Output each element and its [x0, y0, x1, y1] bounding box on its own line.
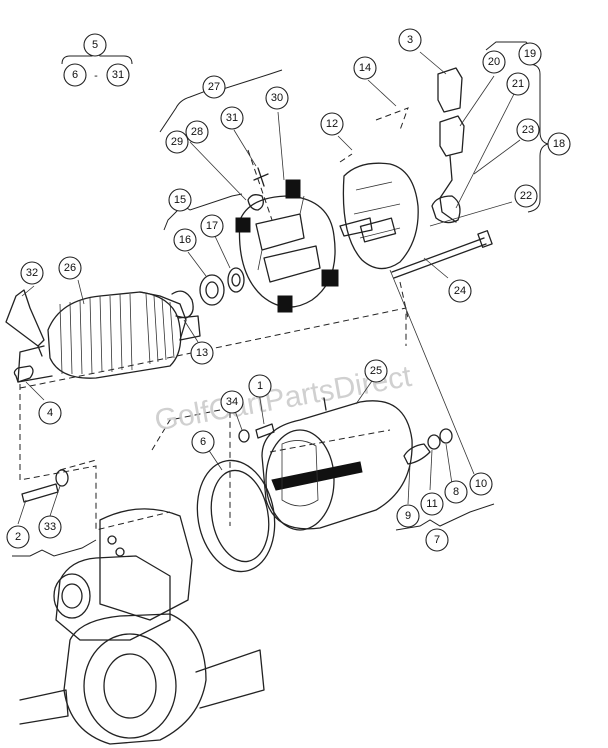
- callout-26: 26: [58, 256, 82, 280]
- connector-harness: [431, 67, 465, 224]
- svg-text:20: 20: [488, 56, 500, 68]
- callout-27: 27: [202, 75, 226, 99]
- range-dash: -: [94, 70, 98, 82]
- callout-6-range-start: 6: [63, 63, 87, 87]
- lubricant-tube: [5, 289, 45, 357]
- brush-holder-assembly: [235, 167, 339, 313]
- callout-11: 11: [420, 492, 444, 516]
- callout-10: 10: [469, 472, 493, 496]
- svg-text:12: 12: [326, 118, 338, 130]
- callout-6: 6: [191, 430, 215, 454]
- callout-22: 22: [514, 184, 538, 208]
- callout-8: 8: [444, 480, 468, 504]
- svg-text:31: 31: [112, 69, 124, 81]
- callout-4: 4: [38, 401, 62, 425]
- svg-text:10: 10: [475, 478, 487, 490]
- through-bolt: [391, 230, 493, 279]
- callout-2: 2: [6, 525, 30, 549]
- callout-20: 20: [482, 50, 506, 74]
- svg-text:25: 25: [370, 365, 382, 377]
- svg-text:33: 33: [44, 521, 56, 533]
- svg-text:28: 28: [191, 126, 203, 138]
- svg-text:2: 2: [15, 531, 21, 543]
- svg-text:-: -: [94, 70, 98, 82]
- svg-text:17: 17: [206, 220, 218, 232]
- svg-text:5: 5: [92, 39, 98, 51]
- callout-19: 19: [518, 42, 542, 66]
- svg-text:3: 3: [407, 34, 413, 46]
- callout-34: 34: [220, 390, 244, 414]
- svg-text:30: 30: [271, 92, 283, 104]
- svg-text:21: 21: [512, 78, 524, 90]
- svg-text:6: 6: [72, 69, 78, 81]
- svg-text:32: 32: [26, 267, 38, 279]
- svg-text:23: 23: [522, 124, 534, 136]
- svg-text:11: 11: [426, 498, 437, 510]
- hardware: [21, 423, 453, 503]
- retaining-clip: [13, 365, 34, 383]
- callout-33: 33: [38, 515, 62, 539]
- svg-text:27: 27: [208, 81, 220, 93]
- svg-text:31: 31: [226, 112, 238, 124]
- callout-31-range-end: 31: [106, 63, 130, 87]
- callout-17: 17: [200, 214, 224, 238]
- svg-text:26: 26: [64, 262, 76, 274]
- svg-text:7: 7: [434, 534, 440, 546]
- callout-28: 28: [185, 120, 209, 144]
- callout-21: 21: [506, 72, 530, 96]
- leader-lines: [17, 51, 521, 525]
- gasket-ring: [196, 459, 276, 573]
- svg-text:19: 19: [524, 48, 536, 60]
- callout-3: 3: [398, 28, 422, 52]
- callout-16: 16: [173, 228, 197, 252]
- svg-text:8: 8: [453, 486, 459, 498]
- svg-text:6: 6: [200, 436, 206, 448]
- svg-text:4: 4: [47, 407, 53, 419]
- callout-9: 9: [396, 504, 420, 528]
- callout-23: 23: [516, 118, 540, 142]
- field-housing: [261, 397, 413, 531]
- callout-32: 32: [20, 261, 44, 285]
- svg-text:9: 9: [405, 510, 411, 522]
- end-plate: [339, 162, 419, 270]
- callout-29: 29: [165, 130, 189, 154]
- bearing-assembly: [171, 267, 245, 319]
- callout-1: 1: [248, 374, 272, 398]
- assembly-lines: [19, 107, 409, 531]
- callout-30: 30: [265, 86, 289, 110]
- svg-text:24: 24: [454, 285, 466, 297]
- svg-text:16: 16: [179, 234, 191, 246]
- svg-text:1: 1: [257, 380, 263, 392]
- svg-text:18: 18: [553, 138, 565, 150]
- svg-text:13: 13: [196, 347, 208, 359]
- svg-text:15: 15: [174, 194, 186, 206]
- callout-5: 5: [83, 33, 107, 57]
- transaxle: [19, 508, 265, 745]
- callout-25: 25: [364, 359, 388, 383]
- svg-text:29: 29: [171, 136, 183, 148]
- callout-7: 7: [425, 528, 449, 552]
- svg-text:22: 22: [520, 190, 532, 202]
- callout-18: 18: [547, 132, 571, 156]
- callout-24: 24: [448, 279, 472, 303]
- armature: [17, 291, 201, 383]
- svg-text:34: 34: [226, 396, 238, 408]
- callout-14: 14: [353, 56, 377, 80]
- svg-text:14: 14: [359, 62, 371, 74]
- callout-31: 31: [220, 106, 244, 130]
- callout-15: 15: [168, 188, 192, 212]
- callout-12: 12: [320, 112, 344, 136]
- callout-13: 13: [190, 341, 214, 365]
